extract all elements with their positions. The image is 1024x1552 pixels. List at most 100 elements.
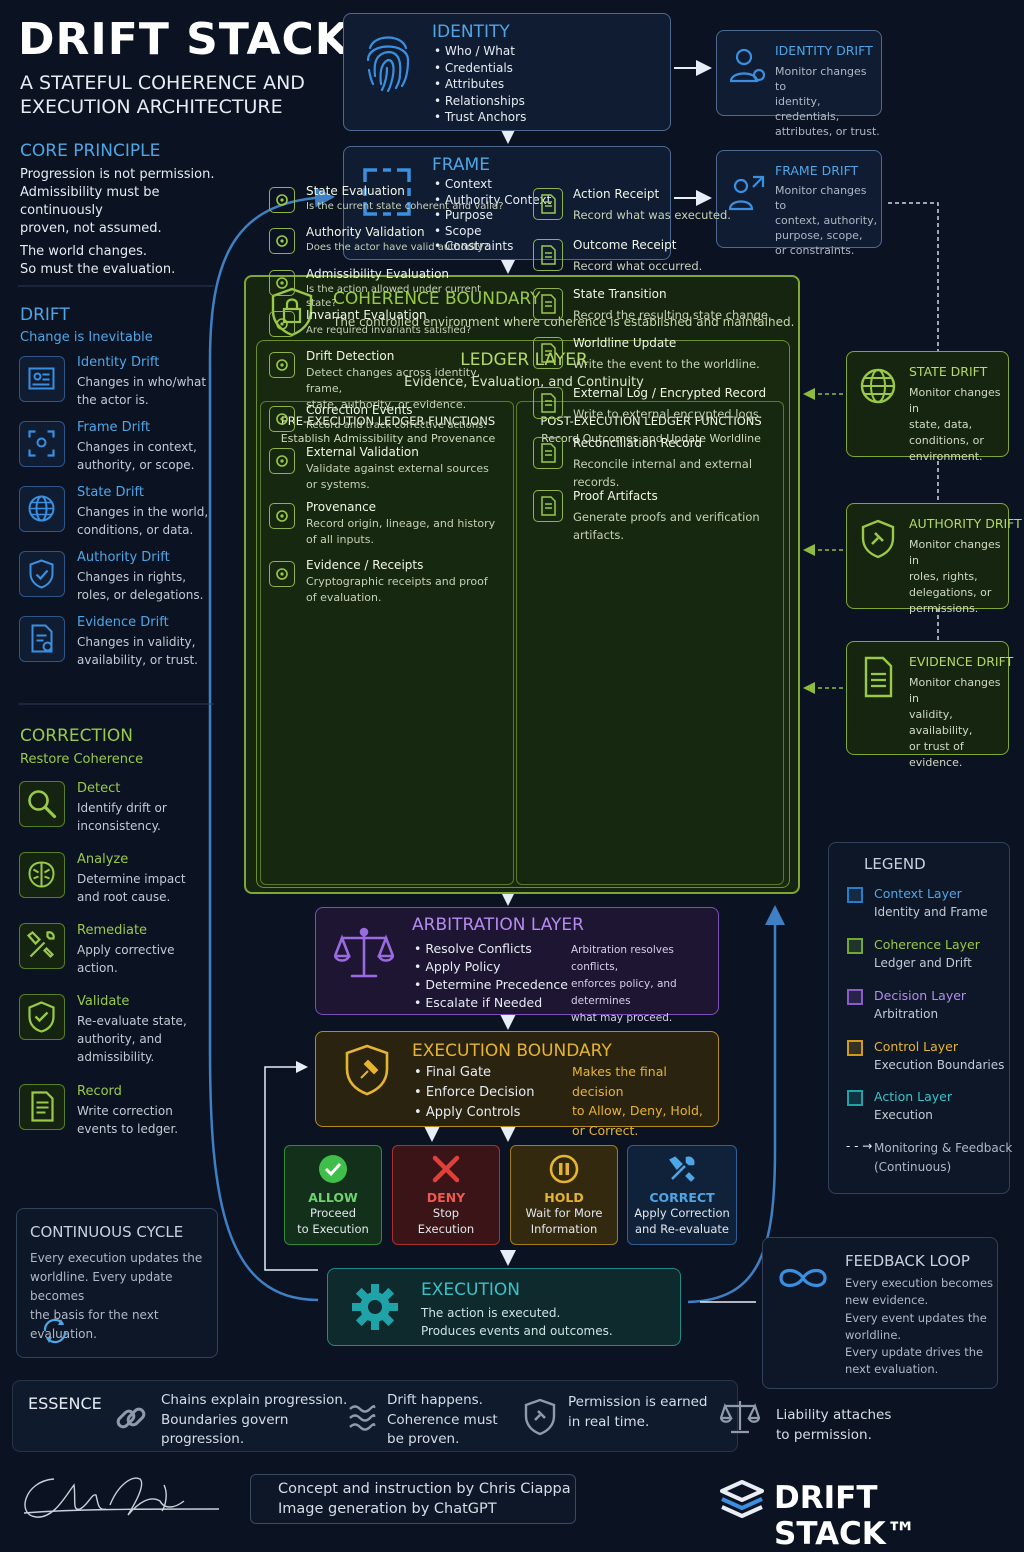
post-function-desc: Record what was executed. (573, 208, 731, 222)
post-function-desc: Write the event to the worldline. (573, 357, 760, 371)
execution-panel: EXECUTION The action is executed. Produc… (327, 1268, 681, 1346)
signature (23, 1477, 220, 1518)
ledger-function-icon (269, 311, 295, 337)
drift-item-desc: Changes in context,authority, or scope. (77, 440, 197, 472)
legend-swatch (847, 989, 863, 1005)
ledger-function-icon (533, 437, 563, 469)
deny-label: DENY (426, 1190, 466, 1205)
pre-function-title: External Validation (306, 445, 419, 459)
outcome-deny-button[interactable]: DENY Stop Execution (392, 1145, 500, 1245)
document-icon (858, 656, 900, 704)
correction-heading: CORRECTION (20, 726, 133, 746)
outcome-allow-button[interactable]: ALLOW Proceed to Execution (284, 1145, 382, 1245)
arbitration-item: Resolve Conflicts (414, 940, 568, 958)
frame-drift-heading: FRAME DRIFT (775, 163, 859, 178)
exec-note-line: Makes the final decision (572, 1064, 667, 1099)
coherence-boundary-panel: COHERENCE BOUNDARY The controlled enviro… (244, 184, 800, 894)
pre-function-desc: Is the action allowed under current stat… (306, 284, 482, 309)
credit-line-1: Concept and instruction by Chris Ciappa (278, 1481, 571, 1497)
legend-item-name: Control Layer (874, 1039, 959, 1054)
deny-sub1: Stop (432, 1206, 460, 1220)
person-icon (729, 48, 766, 83)
shield-pin-icon (345, 1044, 389, 1096)
frame-item: Authority Context (434, 193, 551, 209)
arbitration-item: Determine Precedence (414, 976, 568, 994)
feedback-line: worldline. (845, 1327, 902, 1342)
frame-item: Scope (434, 224, 551, 240)
feedback-text: Every execution becomes new evidence. Ev… (845, 1275, 993, 1379)
legend-panel: LEGEND (828, 842, 1010, 1194)
frame-heading: FRAME (432, 155, 490, 175)
core-line-2: Admissibility must be continuously (20, 185, 160, 218)
hold-label: HOLD (544, 1190, 584, 1205)
legend-item-desc: Identity and Frame (874, 905, 988, 919)
identity-heading: IDENTITY (432, 22, 510, 42)
pause-circle-icon (549, 1154, 579, 1184)
identity-item: Credentials (434, 60, 526, 77)
ledger-function-icon (269, 352, 295, 378)
deny-sub2: Execution (417, 1222, 475, 1236)
drift-item-desc: Changes in validity,availability, or tru… (77, 635, 198, 667)
legend-item-name: Action Layer (874, 1089, 952, 1104)
pre-function-title: Admissibility Evaluation (306, 267, 450, 281)
frame-panel: FRAME Context Authority Context Purpose … (343, 146, 671, 260)
identity-drift-line: Monitor changes to (775, 65, 867, 93)
legend-item-name: Decision Layer (874, 988, 967, 1003)
magnifier-icon (19, 781, 65, 827)
correction-item-name: Detect (77, 781, 121, 796)
execution-line: Produces events and outcomes. (421, 1324, 613, 1338)
hold-sub2: Information (530, 1222, 598, 1236)
legend-swatch (847, 1090, 863, 1106)
frame-drift-line: or constraints. (775, 244, 855, 257)
drift-item-name: Authority Drift (77, 550, 170, 565)
shield-check-icon (19, 551, 65, 597)
stack-layers-icon (720, 1480, 764, 1518)
arbitration-heading: ARBITRATION LAYER (412, 915, 584, 935)
globe-icon (858, 366, 900, 414)
feedback-line: new evidence. (845, 1293, 929, 1308)
legend-item-desc: Execution Boundaries (874, 1058, 1005, 1072)
outcome-correct-button[interactable]: CORRECT Apply Correction and Re-evaluate (627, 1145, 737, 1245)
exec-note-line: or Correct. (572, 1122, 639, 1138)
brain-icon (19, 852, 65, 898)
correct-sub2: and Re-evaluate (634, 1222, 730, 1236)
ledger-function-icon (269, 406, 295, 432)
chain-link-icon (116, 1407, 146, 1429)
fingerprint-icon (366, 36, 410, 93)
arbitration-note: Arbitration resolves conflicts, enforces… (571, 942, 718, 1027)
credit-line-2: Image generation by ChatGPT (278, 1501, 497, 1517)
execution-boundary-heading: EXECUTION BOUNDARY (412, 1041, 612, 1061)
frame-drift-panel: FRAME DRIFT Monitor changes to context, … (716, 150, 882, 257)
frame-item: Context (434, 177, 551, 193)
ledger-layer-panel: LEDGER LAYER Evidence, Evaluation, and C… (256, 184, 790, 888)
allow-sub1: Proceed (309, 1206, 357, 1220)
right-drift-heading: STATE DRIFT (909, 364, 988, 379)
feedback-line: next evaluation. (845, 1362, 939, 1377)
post-function-desc: Record what occurred. (573, 259, 703, 273)
identity-item: Who / What (434, 43, 526, 60)
core-principle-heading: CORE PRINCIPLE (20, 141, 161, 161)
wrench-screwdriver-icon (19, 923, 65, 969)
ledger-function-icon (533, 188, 563, 220)
ledger-function-icon (269, 228, 295, 254)
frame-drift-line: purpose, scope, (775, 229, 863, 242)
outcome-hold-button[interactable]: HOLD Wait for More Information (510, 1145, 618, 1245)
execution-heading: EXECUTION (421, 1280, 520, 1300)
core-line-1: Progression is not permission. (20, 167, 215, 182)
identity-item: Relationships (434, 93, 526, 110)
credit-panel: Concept and instruction by Chris Ciappa … (250, 1474, 576, 1524)
post-function-title: Worldline Update (573, 336, 677, 350)
page-title: DRIFT STACK™ (18, 14, 395, 65)
arbitration-note-line: enforces policy, and determines (571, 978, 677, 1007)
balance-icon (720, 1401, 760, 1434)
ledger-function-icon (533, 239, 563, 271)
ledger-function-icon (269, 270, 295, 296)
